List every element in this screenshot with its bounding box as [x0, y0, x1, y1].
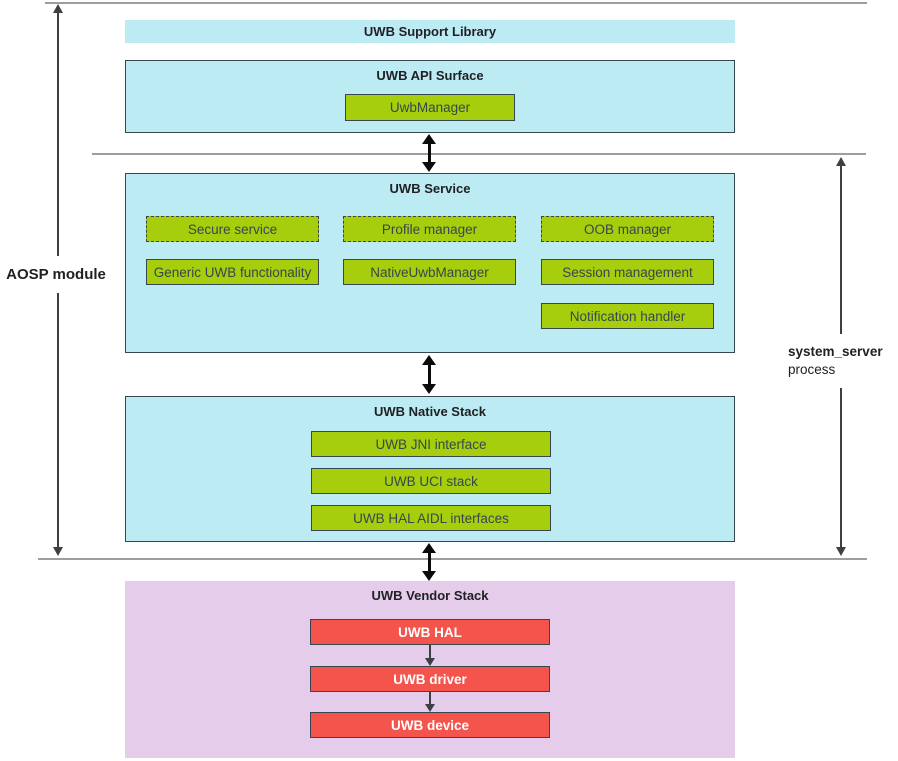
service-item-nativeuwbmanager: NativeUwbManager [343, 259, 516, 285]
uwb-service-title: UWB Service [389, 181, 471, 196]
vendor-layer-uwb-driver: UWB driver [310, 666, 550, 692]
uwb-api-surface-box: UWB API Surface UwbManager [125, 60, 735, 133]
arrowhead-up-icon [422, 355, 436, 365]
service-item-session-management: Session management [541, 259, 714, 285]
system-server-label-line1: system_server [788, 344, 883, 359]
uwb-service-box: UWB Service Secure service Profile manag… [125, 173, 735, 353]
service-item-oob-manager: OOB manager [541, 216, 714, 242]
arrow-shaft [429, 645, 431, 658]
arrow-shaft [427, 365, 431, 384]
uwb-api-surface-title: UWB API Surface [376, 68, 484, 83]
boundary-line-middle [92, 153, 866, 155]
boundary-line-bottom [38, 558, 867, 560]
arrow-shaft [427, 144, 431, 162]
arrowhead-up-icon [836, 157, 846, 166]
uwb-support-library-title: UWB Support Library [363, 24, 497, 39]
boundary-line-top [45, 2, 867, 4]
arrowhead-down-icon [422, 384, 436, 394]
system-server-process-label: system_server process [784, 334, 896, 389]
arrow-shaft [429, 692, 431, 704]
service-item-generic-uwb-functionality: Generic UWB functionality [146, 259, 319, 285]
system-server-label-line2: process [788, 362, 836, 378]
arrowhead-up-icon [422, 543, 436, 553]
native-layer-hal-aidl-interfaces: UWB HAL AIDL interfaces [311, 505, 551, 531]
uwbmanager-chip: UwbManager [345, 94, 515, 121]
arrowhead-down-icon [422, 162, 436, 172]
arrowhead-down-icon [422, 571, 436, 581]
arrow-shaft [427, 553, 431, 571]
vendor-layer-uwb-hal: UWB HAL [310, 619, 550, 645]
arrowhead-down-icon [425, 704, 435, 712]
service-item-secure-service: Secure service [146, 216, 319, 242]
driver-to-device-arrow-icon [424, 692, 436, 712]
service-item-notification-handler: Notification handler [541, 303, 714, 329]
vendor-layer-uwb-device: UWB device [310, 712, 550, 738]
native-vendor-bidirectional-arrow-icon [422, 543, 436, 581]
service-native-bidirectional-arrow-icon [422, 355, 436, 394]
native-layer-uci-stack: UWB UCI stack [311, 468, 551, 494]
service-item-profile-manager: Profile manager [343, 216, 516, 242]
native-layer-jni-interface: UWB JNI interface [311, 431, 551, 457]
arrowhead-down-icon [836, 547, 846, 556]
arrowhead-down-icon [425, 658, 435, 666]
uwb-native-stack-box: UWB Native Stack UWB JNI interface UWB U… [125, 396, 735, 542]
uwb-vendor-stack-title: UWB Vendor Stack [371, 588, 489, 603]
arrowhead-up-icon [422, 134, 436, 144]
arrowhead-down-icon [53, 547, 63, 556]
api-service-bidirectional-arrow-icon [422, 134, 436, 172]
uwb-vendor-stack-box: UWB Vendor Stack UWB HAL UWB driver UWB … [125, 581, 735, 758]
arrowhead-up-icon [53, 4, 63, 13]
uwb-support-library-box: UWB Support Library [125, 20, 735, 43]
uwb-native-stack-title: UWB Native Stack [374, 404, 486, 419]
aosp-module-label: AOSP module [0, 256, 112, 293]
hal-to-driver-arrow-icon [424, 645, 436, 666]
